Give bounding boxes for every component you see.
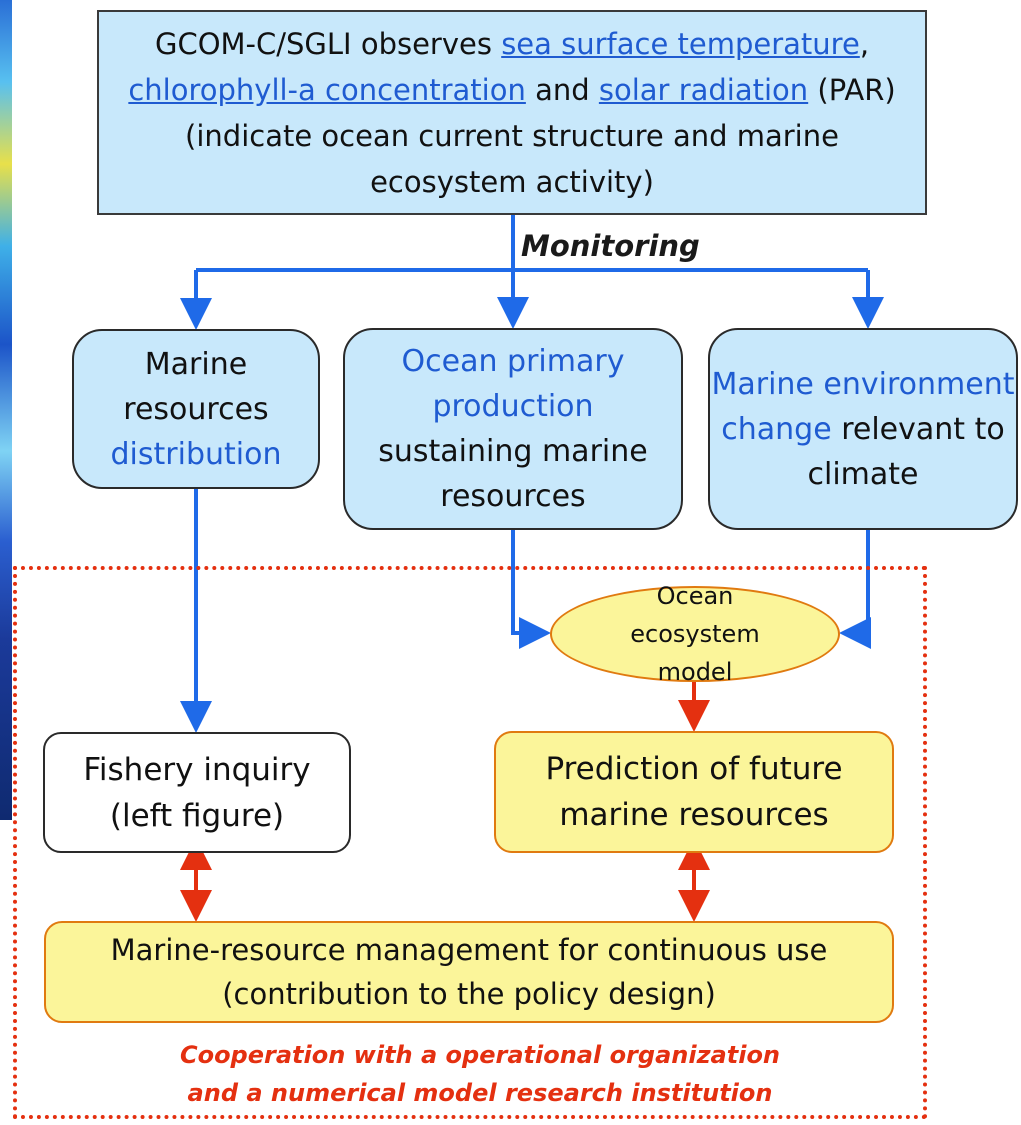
arrow-environment-to-model <box>839 530 871 649</box>
sgli-observation-box: GCOM-C/SGLI observes sea surface tempera… <box>97 10 927 215</box>
relevant-climate-text: relevant to climate <box>807 411 1005 492</box>
and-text: and <box>525 72 599 107</box>
ocean-primary-production-box: Ocean primary production sustaining mari… <box>343 328 683 530</box>
marine-resources-text: Marine resources <box>123 346 269 427</box>
monitoring-label: Monitoring <box>521 229 700 263</box>
solar-radiation-link[interactable]: solar radiation <box>598 72 809 107</box>
sustaining-text: sustaining marine resources <box>378 434 648 514</box>
chlorophyll-link[interactable]: chlorophyll-a concentration <box>128 72 526 107</box>
ocean-ecosystem-model: Ocean ecosystem model <box>550 582 840 686</box>
management-line1: Marine-resource management for continuou… <box>110 933 828 967</box>
left-figure-edge <box>0 0 12 820</box>
arrow-production-to-model <box>511 530 551 649</box>
ecosystem-model-text: Ocean ecosystem model <box>630 582 760 686</box>
marine-environment-change-box: Marine environment change relevant to cl… <box>708 328 1018 530</box>
cooperation-caption: Cooperation with a operational organizat… <box>40 1036 920 1112</box>
cooperation-line1: Cooperation with a operational organizat… <box>179 1041 781 1069</box>
observation-intro: GCOM-C/SGLI observes <box>154 26 502 61</box>
cooperation-line2: and a numerical model research instituti… <box>187 1079 773 1107</box>
fishery-inquiry-box: Fishery inquiry (left figure) <box>43 732 351 853</box>
environment-change-text: Marine environment change <box>711 366 1015 447</box>
primary-production-text: Ocean primary production <box>401 344 625 424</box>
management-box: Marine-resource management for continuou… <box>44 921 894 1023</box>
prediction-text: Prediction of future marine resources <box>545 751 843 833</box>
sea-surface-temperature-link[interactable]: sea surface temperature <box>501 26 860 61</box>
prediction-box: Prediction of future marine resources <box>494 731 894 853</box>
fishery-inquiry-text: Fishery inquiry (left figure) <box>83 751 311 834</box>
management-line2: (contribution to the policy design) <box>222 977 716 1011</box>
observation-tail: (PAR) (indicate ocean current structure … <box>185 72 896 199</box>
cooperation-frame <box>13 566 927 1119</box>
distribution-text: distribution <box>110 436 282 472</box>
separator-text: , <box>859 26 870 61</box>
marine-resources-distribution-box: Marine resources distribution <box>72 329 320 489</box>
